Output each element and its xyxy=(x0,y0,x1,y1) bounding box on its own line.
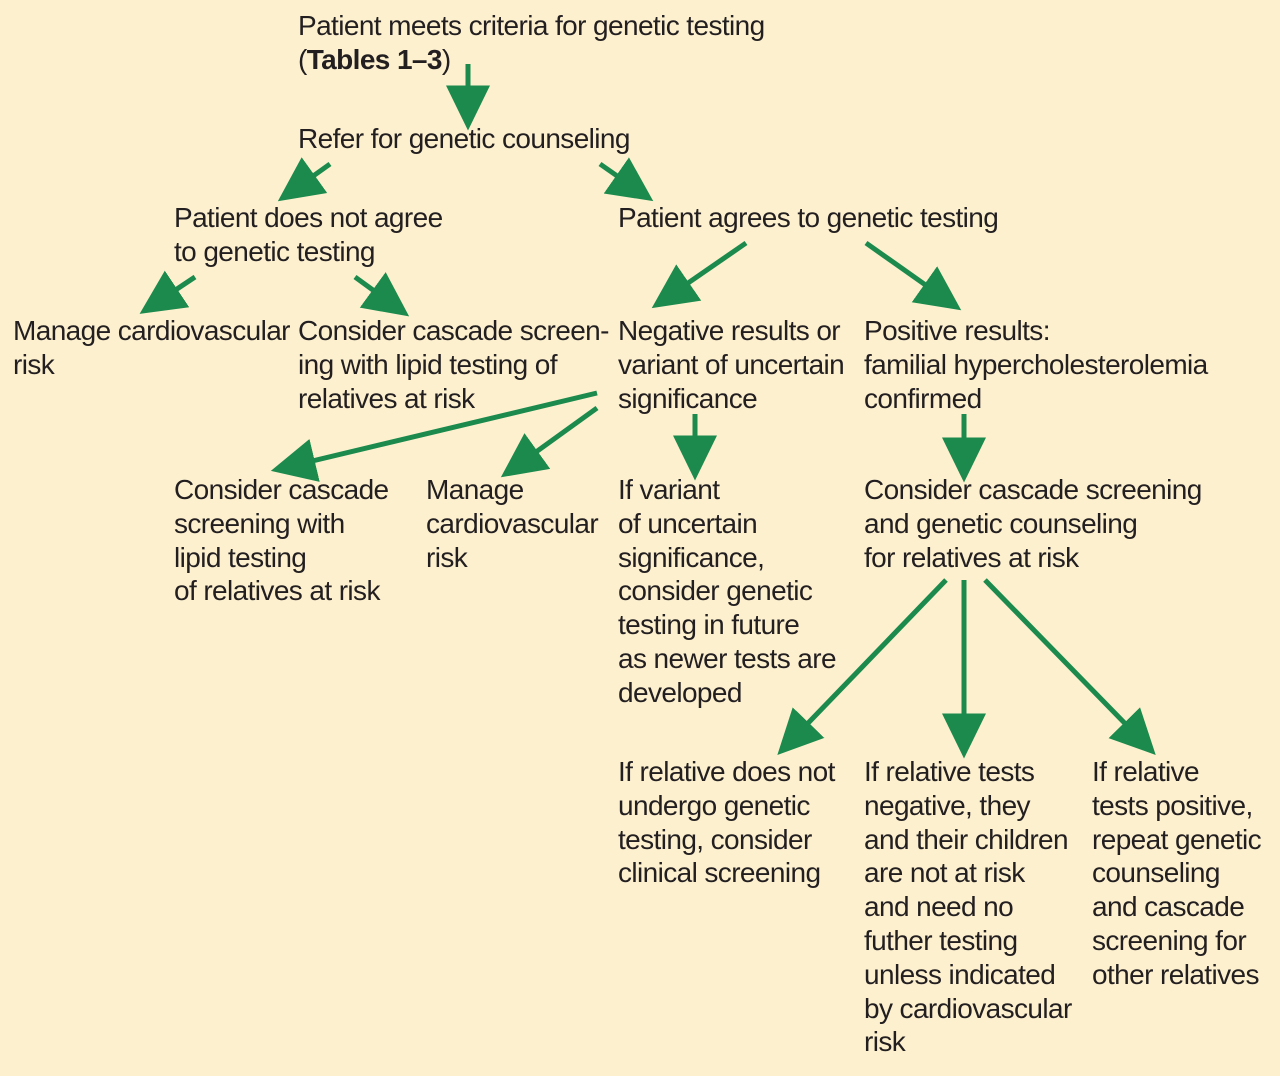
arrow-agrees-to-positive xyxy=(864,240,962,311)
node-cascade-lipid-2: Consider cascade screening with lipid te… xyxy=(174,474,389,607)
node-rel-no-test: If relative does not undergo genetic tes… xyxy=(618,756,835,889)
arrow-refer-to-not-agree xyxy=(277,157,332,202)
node-cascade-lipid-1: Consider cascade screen- ing with lipid … xyxy=(298,315,609,414)
arrow-cascade-counsel-to-rel-positive xyxy=(983,578,1156,755)
node-criteria-text: Patient meets criteria for genetic testi… xyxy=(298,10,765,41)
edge-layer xyxy=(139,64,1156,759)
node-positive: Positive results: familial hypercholeste… xyxy=(864,315,1208,414)
node-agrees: Patient agrees to genetic testing xyxy=(618,202,999,233)
arrow-negative-to-manage-risk-2 xyxy=(500,405,599,478)
node-not-agree: Patient does not agree to genetic testin… xyxy=(174,202,443,267)
node-manage-risk-1: Manage cardiovascular risk xyxy=(13,315,290,380)
node-criteria-paren-open: ( xyxy=(298,43,307,75)
arrow-cascade-counsel-to-rel-no-test xyxy=(777,578,948,755)
node-cascade-counsel: Consider cascade screening and genetic c… xyxy=(864,474,1202,573)
node-negative: Negative results or variant of uncertain… xyxy=(618,315,845,414)
node-rel-negative: If relative tests negative, they and the… xyxy=(864,756,1072,1058)
arrow-negative-to-cascade-lipid-2 xyxy=(270,390,598,482)
node-rel-positive: If relative tests positive, repeat genet… xyxy=(1092,756,1262,990)
arrow-agrees-to-negative xyxy=(651,240,748,309)
arrow-not-agree-to-manage-risk-1 xyxy=(139,270,197,314)
node-manage-risk-2: Manage cardiovascular risk xyxy=(426,474,599,573)
node-criteria: Patient meets criteria for genetic testi… xyxy=(298,9,765,77)
arrow-refer-to-agrees xyxy=(598,157,654,202)
tables-reference: Tables 1–3 xyxy=(306,43,443,75)
arrow-not-agree-to-cascade-lipid-1 xyxy=(353,272,410,317)
node-refer: Refer for genetic counseling xyxy=(298,123,630,154)
node-criteria-paren-close: ) xyxy=(441,43,451,75)
node-variant-future: If variant of uncertain significance, co… xyxy=(618,474,837,708)
